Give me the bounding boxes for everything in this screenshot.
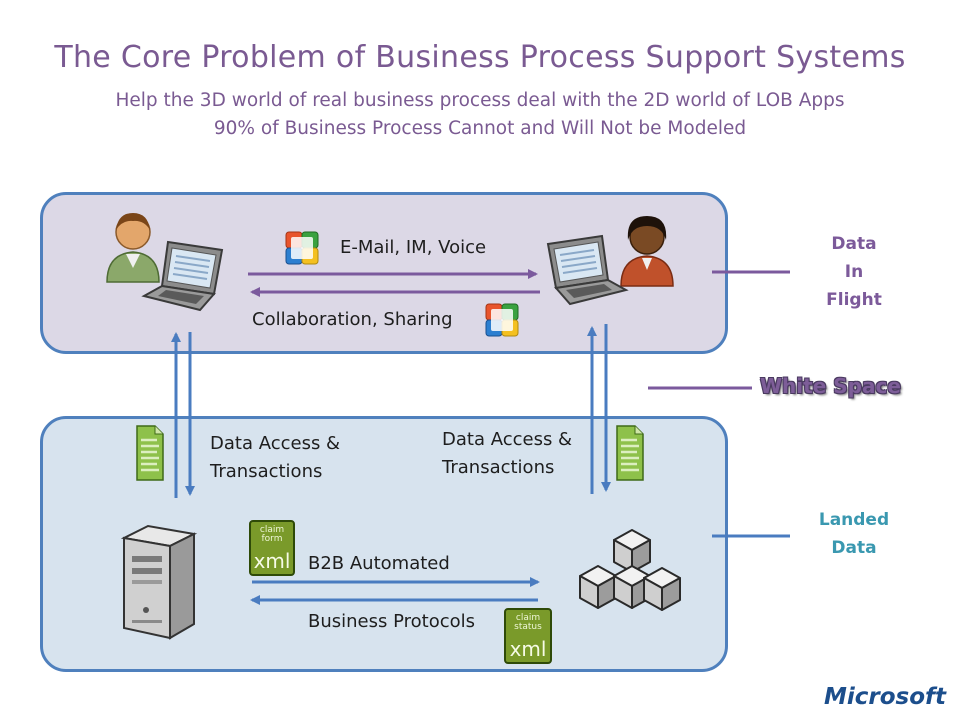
landed-data-line1: Landed	[818, 510, 890, 530]
data-access-right-label: Data Access & Transactions	[442, 426, 572, 482]
white-space-label: White Space	[760, 374, 901, 398]
business-user-left-icon	[106, 213, 160, 283]
subtitle-line-1: Help the 3D world of real business proce…	[115, 90, 845, 111]
data-access-right-line1: Data Access &	[442, 429, 573, 450]
business-protocols-label: Business Protocols	[308, 611, 476, 632]
email-im-voice-label: E-Mail, IM, Voice	[340, 237, 487, 258]
data-access-left-line2: Transactions	[210, 461, 323, 482]
laptop-left-icon	[141, 240, 224, 312]
collaboration-sharing-label: Collaboration, Sharing	[252, 309, 453, 330]
microsoft-logo: Microsoft	[823, 684, 946, 710]
business-user-right-icon	[620, 216, 674, 287]
subtitle-line-2: 90% of Business Process Cannot and Will …	[213, 118, 747, 139]
laptop-right-icon	[546, 234, 629, 306]
office-logo-collab-icon	[485, 303, 519, 337]
office-logo-icon	[285, 231, 319, 265]
data-in-flight-label: Data In Flight	[812, 230, 896, 314]
server-icon	[120, 524, 198, 640]
data-in-flight-line3: Flight	[826, 290, 882, 310]
binary-data-document-left-icon	[136, 425, 164, 481]
xml-text: xml	[253, 549, 291, 573]
b2b-automated-label: B2B Automated	[308, 553, 450, 574]
data-access-left-line1: Data Access &	[210, 433, 341, 454]
data-in-flight-line2: In	[844, 262, 864, 282]
landed-data-line2: Data	[831, 538, 877, 558]
data-access-right-line2: Transactions	[442, 457, 555, 478]
data-in-flight-line1: Data	[831, 234, 877, 254]
xml-text: xml	[509, 637, 547, 661]
slide-title: The Core Problem of Business Process Sup…	[54, 40, 906, 75]
landed-data-label: Landed Data	[812, 506, 896, 562]
database-cubes-icon	[579, 529, 681, 611]
data-access-left-label: Data Access & Transactions	[210, 430, 340, 486]
binary-data-document-right-icon	[616, 425, 644, 481]
